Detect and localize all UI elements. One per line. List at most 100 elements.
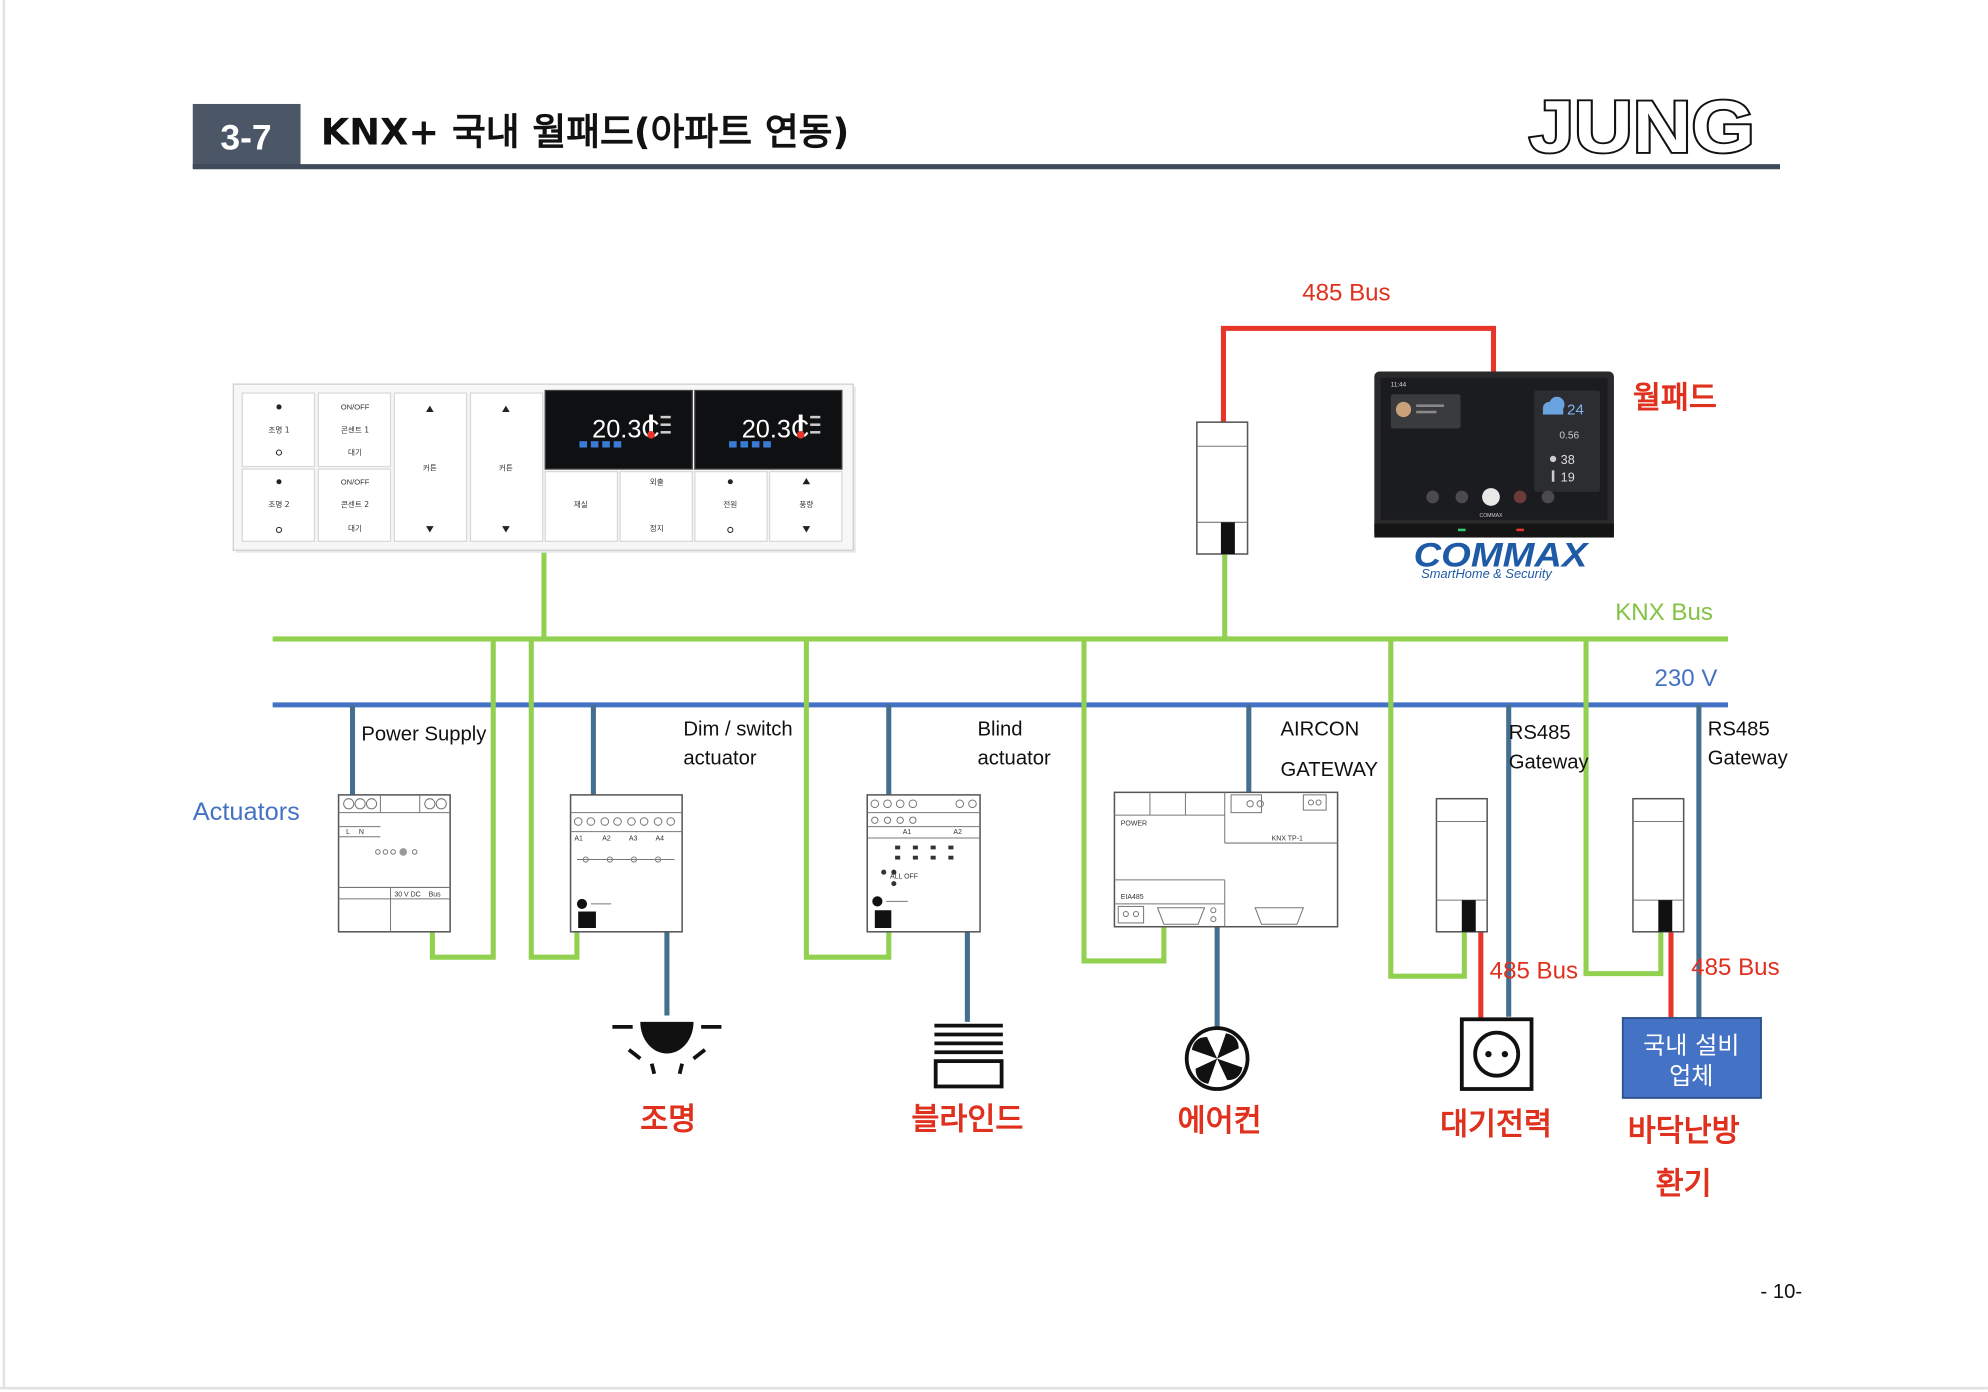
aircon-eia-label: EIA485 — [1121, 894, 1144, 901]
cloud-icon — [1542, 396, 1565, 415]
level-bar — [810, 431, 821, 434]
thermometer-icon — [1551, 470, 1555, 482]
wallpad-time: 11:44 — [1391, 382, 1407, 389]
status-led-icon — [872, 896, 883, 907]
aircon-output-label: 에어컨 — [1178, 1104, 1262, 1139]
channel-a1: A1 — [574, 836, 583, 843]
rs485-gateway-2-label-line1: RS485 — [1708, 718, 1770, 740]
ventilation-output-label: 환기 — [1656, 1167, 1712, 1202]
all-off-label: ALL OFF — [890, 874, 918, 881]
outlet-top-label: 콘센트 1 — [341, 424, 369, 434]
control-menu-icon — [1513, 490, 1527, 504]
wallpad-485-label: 485 Bus — [1302, 279, 1390, 306]
power-supply-knx-link — [429, 638, 496, 960]
thermostat-2-display — [694, 389, 843, 470]
led-off-icon — [727, 526, 734, 533]
wallpad-label: 월패드 — [1633, 381, 1717, 416]
dim-actuator-label-line2: actuator — [683, 747, 756, 769]
blind-actuator-label-line1: Blind — [978, 718, 1023, 740]
dim-actuator-label-line1: Dim / switch — [683, 718, 792, 740]
aircon-gateway-knx-link — [1081, 638, 1167, 964]
thermostat-1-button-left — [544, 470, 619, 542]
curtain-switch-2 — [469, 392, 544, 542]
wallpad: 11:44 24 0.56 38 19 COMMAX — [1374, 371, 1614, 538]
power-socket-icon — [1459, 1017, 1534, 1091]
lighting-switch-top-label: 조명 1 — [268, 424, 289, 434]
arrow-up-icon — [426, 405, 434, 413]
avatar — [1395, 401, 1412, 418]
status-icon — [740, 441, 749, 448]
wallpad-gateway-module — [1196, 421, 1249, 555]
thermostat-2-button-left-label: 전원 — [723, 499, 737, 509]
wallpad-485-link — [1220, 325, 1497, 423]
thermostat-1-button-right-top-label: 외출 — [650, 476, 664, 486]
terminal-l: L — [346, 829, 350, 836]
fan-icon — [1184, 1026, 1250, 1091]
rs485-gateway-1-label-line1: RS485 — [1509, 722, 1571, 744]
thermostat-1-button-right — [619, 470, 693, 542]
aircon-gateway-label-line2: GATEWAY — [1281, 759, 1379, 781]
led-off-icon — [275, 449, 283, 456]
center-menu-icon — [1482, 488, 1500, 506]
commax-tagline: SmartHome & Security — [1421, 567, 1552, 581]
level-bar — [660, 431, 671, 434]
outlet-switch-bottom — [317, 468, 392, 542]
led-on-icon — [276, 404, 282, 410]
channel-a2: A2 — [602, 836, 611, 843]
curtain-1-label: 커튼 — [423, 463, 437, 472]
thermometer-icon — [647, 414, 655, 439]
section-number-box — [192, 103, 301, 169]
settings-menu-icon — [1541, 490, 1555, 504]
wallpad-reading-3: 19 — [1561, 471, 1575, 485]
aircon-gateway-label-line1: AIRCON — [1281, 718, 1360, 740]
arrow-down-icon — [426, 526, 434, 533]
power-supply-output-label: 30 V DC — [394, 891, 420, 898]
rs485-gateway-2-bus-label: 485 Bus — [1691, 954, 1779, 981]
wallpad-weather-temp: 24 — [1567, 402, 1584, 419]
led-on-icon — [727, 479, 733, 485]
call-menu-icon — [1455, 490, 1469, 504]
knx-bus-label: KNX Bus — [1615, 599, 1713, 626]
thermostat-2-button-right-label: 풍량 — [799, 500, 813, 509]
arrow-down-icon — [802, 526, 811, 533]
blind-actuator-device: A1 A2 ALL OFF — [866, 794, 981, 933]
level-bar — [810, 415, 821, 419]
outlet-bottom-label: 콘센트 2 — [341, 499, 369, 509]
rs485-gateway-1-bus-label: 485 Bus — [1490, 958, 1578, 985]
rs485-gateway-2-device — [1632, 797, 1685, 933]
blind-actuator-knx-link — [803, 638, 892, 960]
rs485-gateway-2-knx-link — [1583, 638, 1664, 977]
rs485-gateway-1-label-line2: Gateway — [1509, 751, 1590, 773]
jung-logo: JUNG — [1529, 85, 1755, 168]
actuators-label: Actuators — [193, 798, 300, 826]
thermostat-1-reading: 20.3C — [592, 415, 660, 443]
bulb-icon — [612, 1021, 722, 1075]
status-icon — [579, 441, 588, 448]
status-icon — [590, 441, 599, 448]
status-icon — [751, 441, 760, 448]
status-icon — [729, 441, 737, 448]
drop-icon — [1549, 455, 1557, 463]
lighting-output-label: 조명 — [640, 1103, 696, 1138]
floor-heating-output-label: 바닥난방 — [1628, 1114, 1740, 1149]
aircon-knx-label: KNX TP-1 — [1272, 836, 1303, 843]
status-icon — [763, 441, 771, 448]
wallpad-weather-card — [1534, 390, 1600, 492]
commax-logo: COMMAX — [1414, 537, 1590, 575]
aircon-power-label: POWER — [1121, 820, 1147, 827]
status-led-icon — [576, 898, 588, 909]
lighting-switch-bottom-label: 조명 2 — [268, 499, 289, 509]
channel-a2: A2 — [953, 829, 962, 836]
home-menu-icon — [1426, 490, 1439, 504]
rs485-gateway-2-label-line2: Gateway — [1708, 747, 1789, 769]
blind-actuator-label-line2: actuator — [978, 747, 1051, 769]
vendor-box-line1: 국내 설비 — [1643, 1032, 1739, 1060]
page-number: - 10- — [1760, 1281, 1802, 1303]
section-number: 3-7 — [220, 118, 271, 158]
blind-output-label: 블라인드 — [911, 1103, 1023, 1138]
outlet-top-on-label: ON/OFF — [341, 402, 370, 411]
outlet-switch-top — [317, 392, 392, 468]
outlet-bottom-off-label: 대기 — [348, 524, 362, 533]
level-bar — [810, 423, 821, 426]
level-bar — [660, 415, 671, 419]
